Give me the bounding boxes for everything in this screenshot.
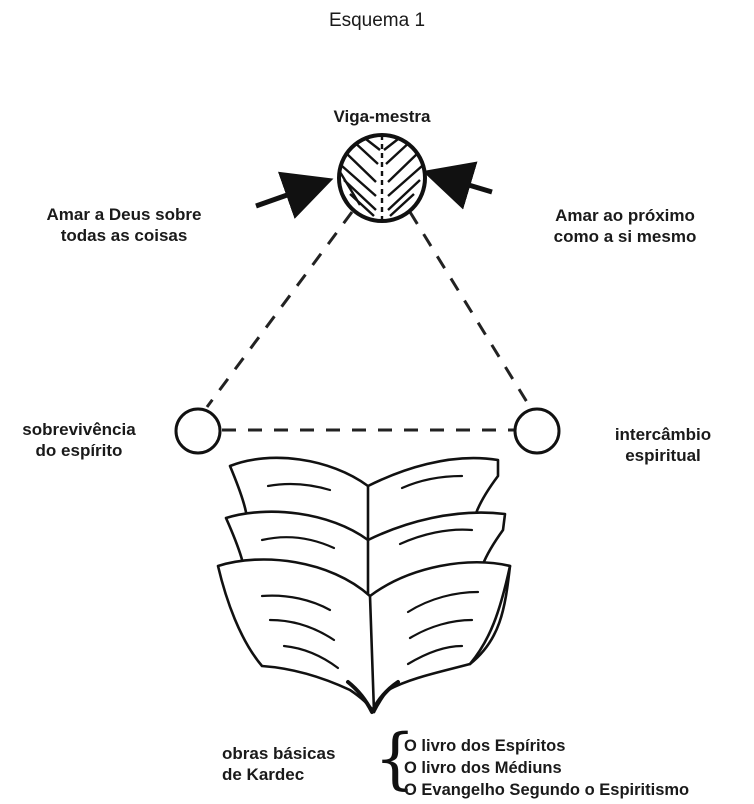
love-neighbor-label: Amar ao próximo como a si mesmo [520,205,730,247]
viga-mestra-label: Viga-mestra [333,107,431,126]
spirit-survival-line-2: do espírito [35,441,123,460]
love-neighbor-line-2: como a si mesmo [553,227,697,246]
spiritual-exchange-line-1: intercâmbio [614,425,712,444]
spiritual-exchange-line-2: espiritual [625,446,701,465]
dashed-triangle [205,211,532,432]
basic-works-label: obras básicas de Kardec [222,743,372,785]
arrow-left [255,171,334,219]
circle-right-node [513,407,561,455]
spirit-survival-line-1: sobrevivência [22,420,136,439]
triangle-right-edge [408,211,532,408]
love-god-label: Amar a Deus sobre todas as coisas [14,204,234,246]
list-item: O livro dos Espíritos [404,737,566,755]
love-neighbor-line-1: Amar ao próximo [555,206,695,225]
basic-works-line-1: obras básicas [222,744,336,763]
diagram-title: Esquema 1 [328,10,426,31]
basic-works-list: O livro dos Espíritos O livro dos Médiun… [404,735,754,801]
love-god-line-1: Amar a Deus sobre [46,205,202,224]
spiritual-exchange-label: intercâmbio espiritual [588,424,738,466]
list-brace: { [374,720,416,797]
basic-works-line-2: de Kardec [222,765,305,784]
viga-mestra-circle [337,133,427,223]
circle-left-node [174,407,222,455]
list-item: O Evangelho Segundo o Espiritismo [404,781,690,799]
love-god-line-2: todas as coisas [60,226,188,245]
list-item: O livro dos Médiuns [404,759,562,777]
arrow-right [422,161,493,210]
books-illustration [216,456,512,714]
spirit-survival-label: sobrevivência do espírito [4,419,154,461]
